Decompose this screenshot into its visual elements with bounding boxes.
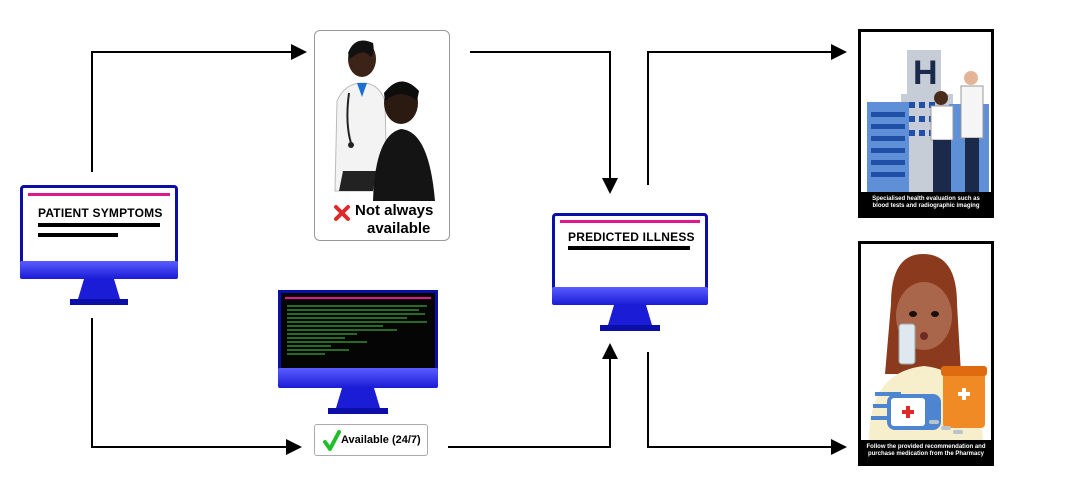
doctor-card: Not always available: [314, 30, 450, 241]
terminal-monitor-icon: [278, 290, 438, 374]
doctor-patient-illustration: [334, 40, 435, 201]
screen-accent-bar: [285, 297, 431, 299]
hospital-illustration: H: [861, 32, 991, 192]
availability-label: Available (24/7): [341, 434, 421, 446]
arrow-symptoms-to-doctor: [91, 44, 307, 172]
patient-symptoms-node: PATIENT SYMPTOMS: [20, 185, 178, 309]
pharmacy-caption: Follow the provided recommendation and p…: [866, 444, 986, 457]
predicted-illness-title: PREDICTED ILLNESS: [568, 230, 695, 244]
terminal-output: [287, 305, 427, 355]
arrow-symptoms-to-terminal: [91, 318, 302, 455]
predicted-illness-node: PREDICTED ILLNESS: [552, 213, 708, 335]
arrow-terminal-to-prediction: [448, 343, 618, 448]
monitor-icon: [552, 213, 708, 293]
doctor-availability-line1: Not always: [355, 202, 434, 219]
arrow-prediction-to-hospital: [647, 44, 847, 185]
monitor-stand: [600, 305, 660, 331]
patient-symptoms-title: PATIENT SYMPTOMS: [38, 206, 163, 220]
text-line: [568, 246, 690, 250]
svg-text:H: H: [913, 54, 938, 92]
check-mark-icon: [323, 430, 341, 451]
monitor-bezel: [20, 261, 178, 279]
text-line: [38, 233, 118, 237]
monitor-bezel: [278, 368, 438, 388]
cross-mark-icon: [334, 205, 350, 221]
pharmacy-card: Follow the provided recommendation and p…: [858, 241, 994, 466]
arrow-prediction-to-pharmacy: [647, 352, 847, 455]
ai-terminal-node: [278, 290, 438, 418]
doctor-availability-line2: available: [367, 220, 431, 237]
hospital-card: H Specialised health evaluation such as …: [858, 29, 994, 218]
pharmacy-illustration: [861, 244, 991, 440]
screen-accent-bar: [560, 220, 700, 223]
text-line: [38, 223, 160, 227]
screen-accent-bar: [28, 193, 170, 196]
monitor-stand: [328, 388, 388, 414]
monitor-bezel: [552, 287, 708, 305]
monitor-stand: [70, 279, 128, 305]
availability-badge: Available (24/7): [314, 424, 428, 456]
arrow-doctor-to-prediction: [470, 51, 618, 194]
hospital-caption: Specialised health evaluation such as bl…: [872, 196, 980, 209]
